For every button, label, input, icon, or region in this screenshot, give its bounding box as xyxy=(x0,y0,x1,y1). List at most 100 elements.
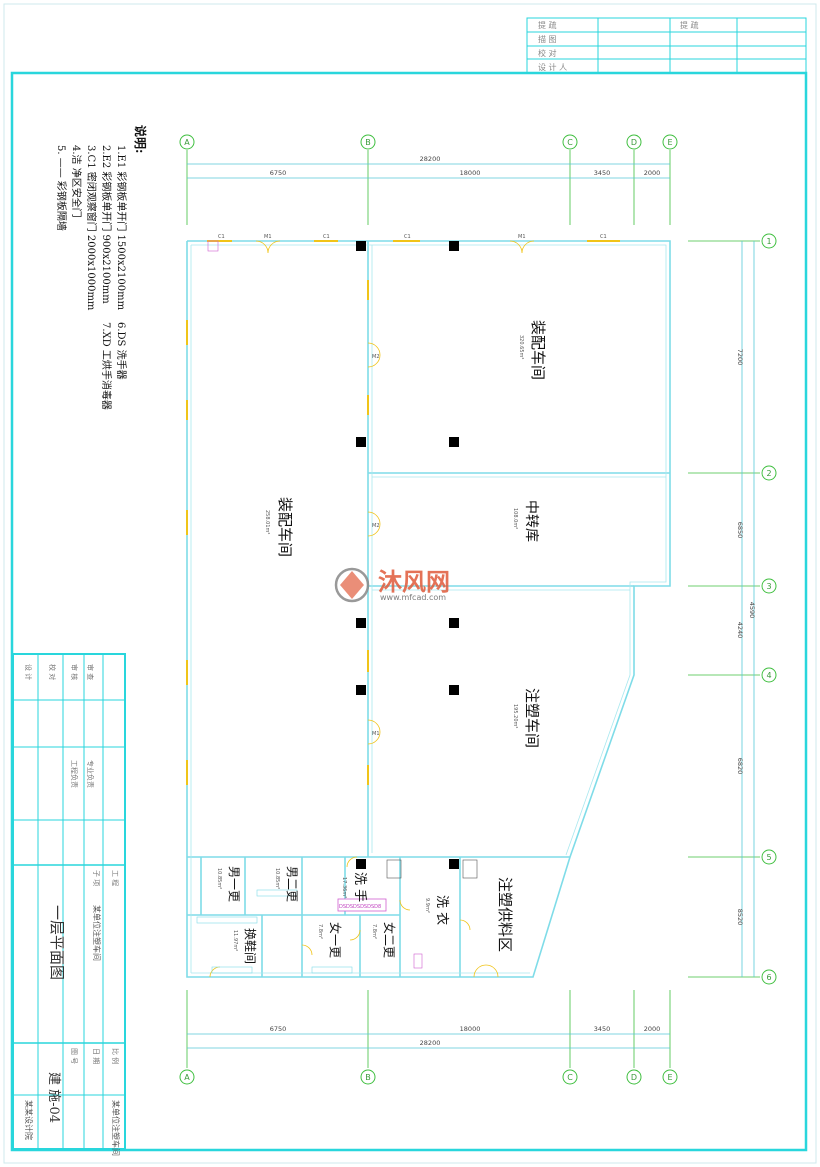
dim-right-seg-4: 6820 xyxy=(736,758,744,775)
dimension-texts: 28200 6750 18000 3450 2000 6750 18000 34… xyxy=(270,155,756,1047)
tb-project: 某单位注塑车间 xyxy=(111,1100,121,1156)
dimension-lines xyxy=(187,163,755,1049)
grid-label-c-bottom: C xyxy=(567,1073,573,1082)
tb-label-review: 审 查 xyxy=(86,664,95,680)
grid-bubble-c-top xyxy=(562,134,578,150)
tb-drawing-title: 一层平面图 xyxy=(48,905,66,980)
grid-bubble-labels: A B C D E A B C D E 1 2 3 4 5 6 xyxy=(184,138,771,1082)
grid-label-e-top: E xyxy=(667,138,672,147)
room-supply: 注塑供料区 xyxy=(496,877,514,952)
door-tag: M2 xyxy=(372,354,380,360)
grid-bubble-b-bottom xyxy=(360,1069,376,1085)
grid-label-b-bottom: B xyxy=(365,1073,371,1082)
windows xyxy=(186,240,620,785)
tb-label-subitem: 子 项 xyxy=(92,870,100,886)
locker-row xyxy=(196,916,258,924)
grid-bubble-b-top xyxy=(360,134,376,150)
room-male1: 男一更 xyxy=(227,866,241,902)
title-block xyxy=(12,653,126,1150)
watermark-logo-icon xyxy=(334,567,370,603)
laundry-fixture xyxy=(413,953,423,969)
dim-top-seg-2: 18000 xyxy=(460,169,481,177)
column xyxy=(449,437,459,447)
dim-right-extra: 4590 xyxy=(748,602,756,619)
door-tag: M1 xyxy=(264,234,272,240)
title-block-labels: 审 查 审 核 校 对 设 计 工程负责 专业负责 工 程 子 项 比 例 日 … xyxy=(24,664,120,1064)
room-assembly-left: 装配车间 xyxy=(276,497,294,557)
room-transfer: 中转库 xyxy=(523,500,539,542)
door-tags: C1 M1 C1 C1 M1 C1 M2 M2 M1 xyxy=(218,234,607,737)
dim-right-seg-5: 8520 xyxy=(736,909,744,926)
dim-top-total: 28200 xyxy=(420,155,441,163)
note-6: 6.DS 洗手器 xyxy=(115,322,128,380)
door-tag: C1 xyxy=(218,234,225,240)
grid-bubble-a-bottom xyxy=(179,1069,195,1085)
tb-label-date: 日 期 xyxy=(92,1048,100,1064)
room-laundry-area: 9.9m² xyxy=(424,898,430,913)
tb-label-discipline-lead: 专业负责 xyxy=(86,760,95,788)
room-assembly-right-area: 320.65m² xyxy=(518,335,524,359)
grid-bubble-d-top xyxy=(626,134,642,150)
column xyxy=(449,618,459,628)
grid-bubble-3 xyxy=(761,578,777,594)
revision-row-4: 设 计 人 xyxy=(538,62,567,72)
tb-subitem-value: 某单位注塑车间 xyxy=(92,905,102,961)
grid-label-2: 2 xyxy=(766,469,771,478)
column xyxy=(356,241,366,251)
grid-label-e-bottom: E xyxy=(667,1073,672,1082)
grid-bubble-1 xyxy=(761,233,777,249)
dim-bottom-total: 28200 xyxy=(420,1039,441,1047)
door-tag: M1 xyxy=(372,731,380,737)
column xyxy=(356,437,366,447)
dim-bottom-seg-1: 6750 xyxy=(270,1025,287,1033)
column xyxy=(449,241,459,251)
column xyxy=(356,859,366,869)
door-tag: C1 xyxy=(404,234,411,240)
tb-label-audit: 审 核 xyxy=(70,664,79,680)
room-male1-area: 10.85m² xyxy=(216,868,222,889)
grid-bubble-e-bottom xyxy=(662,1069,678,1085)
note-5: 5. —— 彩钢板隔墙 xyxy=(55,145,68,231)
grid-label-a-top: A xyxy=(184,138,190,147)
column xyxy=(449,859,459,869)
air-shower xyxy=(462,859,478,879)
dim-bottom-seg-3: 3450 xyxy=(594,1025,611,1033)
grid-label-d-bottom: D xyxy=(631,1073,637,1082)
grid-bubble-6 xyxy=(761,969,777,985)
watermark: 沐风网 www.mfcad.com xyxy=(334,567,450,603)
room-injection: 注塑车间 xyxy=(523,688,541,748)
room-female1: 女一更 xyxy=(328,922,343,958)
dim-top-seg-3: 3450 xyxy=(594,169,611,177)
dim-top-seg-1: 6750 xyxy=(270,169,287,177)
tb-label-code: 图 号 xyxy=(70,1048,78,1064)
drawing-frame xyxy=(10,71,808,1152)
grid-bubble-5 xyxy=(761,849,777,865)
revision-row-3: 校 对 xyxy=(538,48,557,58)
grid-bubble-e-top xyxy=(662,134,678,150)
revision-row-1: 提 疏 xyxy=(538,20,557,30)
door-tag: M1 xyxy=(518,234,526,240)
note-2: 2.E2 彩钢板单开门 900x2100mm xyxy=(100,145,113,304)
tb-label-project: 工 程 xyxy=(111,870,120,886)
grid-label-d-top: D xyxy=(631,138,637,147)
room-handwash: 洗 手 xyxy=(352,872,367,902)
room-transfer-area: 108.0m² xyxy=(512,508,518,529)
locker-row xyxy=(211,966,253,974)
room-labels: 装配车间 320.65m² 装配车间 258.01m² 中转库 108.0m² … xyxy=(216,320,547,964)
note-1: 1.E1 彩钢板单开门 1500x2100mm xyxy=(115,145,128,311)
room-female2-area: 7.8m² xyxy=(371,924,377,939)
room-shoes: 换鞋间 xyxy=(243,928,258,964)
grid-bubbles xyxy=(179,134,777,1085)
sink-label: DSDSDSDSDSD8 xyxy=(339,904,381,910)
room-handwash-area: 17.36m² xyxy=(341,877,347,898)
room-assembly-right: 装配车间 xyxy=(529,320,547,380)
revision-extra: 提 疏 xyxy=(680,20,699,30)
tb-drawing-no: 建 施-04 xyxy=(46,1072,61,1123)
grid-bubble-d-bottom xyxy=(626,1069,642,1085)
door-tag: C1 xyxy=(323,234,330,240)
outer-border xyxy=(3,3,817,1164)
door-tag: M2 xyxy=(372,523,380,529)
tb-label-project-lead: 工程负责 xyxy=(70,760,79,788)
fixtures xyxy=(196,240,478,974)
